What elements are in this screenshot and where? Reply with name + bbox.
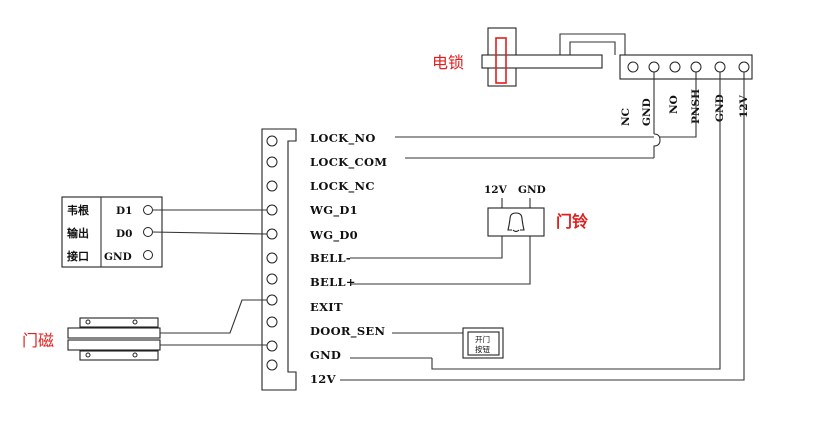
- exit-button-label-2: 按钮: [475, 344, 490, 354]
- door-bell: 12V GND 门铃: [484, 184, 588, 237]
- wiegand-hole-d1: [143, 205, 153, 215]
- wire-gnd2-to-exit: [431, 72, 721, 370]
- wiegand-terminal-d1: D1: [116, 205, 132, 217]
- terminal-wg-d0: [266, 228, 278, 240]
- exit-button-label-1: 开门: [475, 335, 490, 344]
- wire-door-sensor-exit: [160, 299, 267, 334]
- terminal-exit: [266, 294, 278, 306]
- door-sensor-screw-2: [132, 319, 138, 325]
- main-terminal-block: [261, 128, 297, 391]
- top-terminal-12v: [738, 61, 750, 73]
- exit-button: 开门 按钮: [392, 327, 504, 359]
- label-lock-com: LOCK_COM: [310, 155, 387, 170]
- wiegand-hole-d0: [143, 227, 153, 237]
- label-bell-minus: BELL-: [310, 251, 351, 265]
- terminal-bell-minus: [266, 252, 278, 264]
- wiegand-terminal-d0: D0: [116, 228, 132, 240]
- top-label-gnd-1: GND: [641, 98, 653, 126]
- wire-wg-d0: [151, 231, 268, 235]
- door-sensor-bar-bottom: [79, 350, 159, 361]
- terminal-12v: [266, 359, 278, 371]
- top-terminal-nc: [627, 61, 639, 73]
- wire-12v-to-main-12v: [340, 72, 745, 381]
- label-wg-d0: WG_D0: [309, 228, 358, 243]
- wiegand-label-1: 韦根: [67, 203, 90, 217]
- label-lock-no: LOCK_NO: [310, 131, 376, 146]
- bell-label-12v: 12V: [484, 184, 508, 196]
- terminal-gnd: [266, 340, 278, 352]
- lock-label: 电锁: [432, 53, 464, 72]
- door-sensor-screw-1: [85, 319, 91, 325]
- top-terminal-pnsh: [690, 61, 702, 73]
- wiegand-label-2: 输出: [67, 226, 89, 240]
- label-gnd: GND: [310, 348, 341, 362]
- wire-bell-minus: [350, 236, 503, 259]
- lock-bracket-wire: [559, 33, 626, 55]
- top-label-no: NO: [668, 95, 680, 114]
- wiegand-output-box: 韦根 输出 接口 D1 D0 GND: [61, 196, 163, 268]
- top-terminal-no: [669, 61, 681, 73]
- door-sensor-screw-4: [132, 352, 138, 358]
- terminal-bell-plus: [266, 273, 278, 285]
- wire-pnsh-to-lock-com: [659, 72, 697, 138]
- top-terminal-gnd-1: [648, 61, 660, 73]
- top-terminal-block: NC GND NO PNSH GND 12V: [619, 54, 753, 126]
- terminal-wg-d1: [266, 204, 278, 216]
- wiegand-label-3: 接口: [67, 249, 89, 263]
- wiegand-terminal-gnd: GND: [104, 251, 132, 263]
- label-door-sen: DOOR_SEN: [310, 324, 385, 339]
- electric-lock: 电锁: [432, 27, 626, 87]
- door-sensor-bar-upper: [67, 327, 161, 339]
- bell-icon: [507, 212, 525, 233]
- door-sensor-label: 门磁: [22, 331, 54, 350]
- label-lock-nc: LOCK_NC: [310, 179, 375, 194]
- exit-button-inner: [467, 331, 500, 356]
- label-exit: EXIT: [310, 300, 343, 314]
- terminal-lock-nc: [266, 180, 278, 192]
- lock-bolt-marker: [495, 37, 507, 84]
- lock-bracket-wire-inner: [569, 41, 616, 55]
- terminal-door-sen: [266, 316, 278, 328]
- bell-label: 门铃: [556, 212, 588, 231]
- door-sensor-bar-top: [79, 317, 159, 328]
- wiegand-hole-gnd: [143, 250, 153, 260]
- label-bell-plus: BELL+: [310, 275, 356, 289]
- door-sensor: 门磁: [22, 317, 161, 361]
- door-sensor-screw-3: [85, 352, 91, 358]
- wire-hop-lock-no: [653, 133, 661, 158]
- lock-body: [481, 54, 603, 69]
- top-label-nc: NC: [620, 108, 632, 126]
- label-wg-d1: WG_D1: [309, 203, 358, 218]
- top-terminal-frame: [619, 54, 753, 80]
- terminal-lock-no: [266, 135, 278, 147]
- bell-label-gnd: GND: [518, 184, 546, 196]
- top-terminal-gnd-2: [714, 61, 726, 73]
- terminal-lock-com: [266, 156, 278, 168]
- door-sensor-bar-lower: [67, 339, 161, 351]
- label-12v: 12V: [310, 372, 337, 386]
- wire-bell-plus: [350, 236, 531, 285]
